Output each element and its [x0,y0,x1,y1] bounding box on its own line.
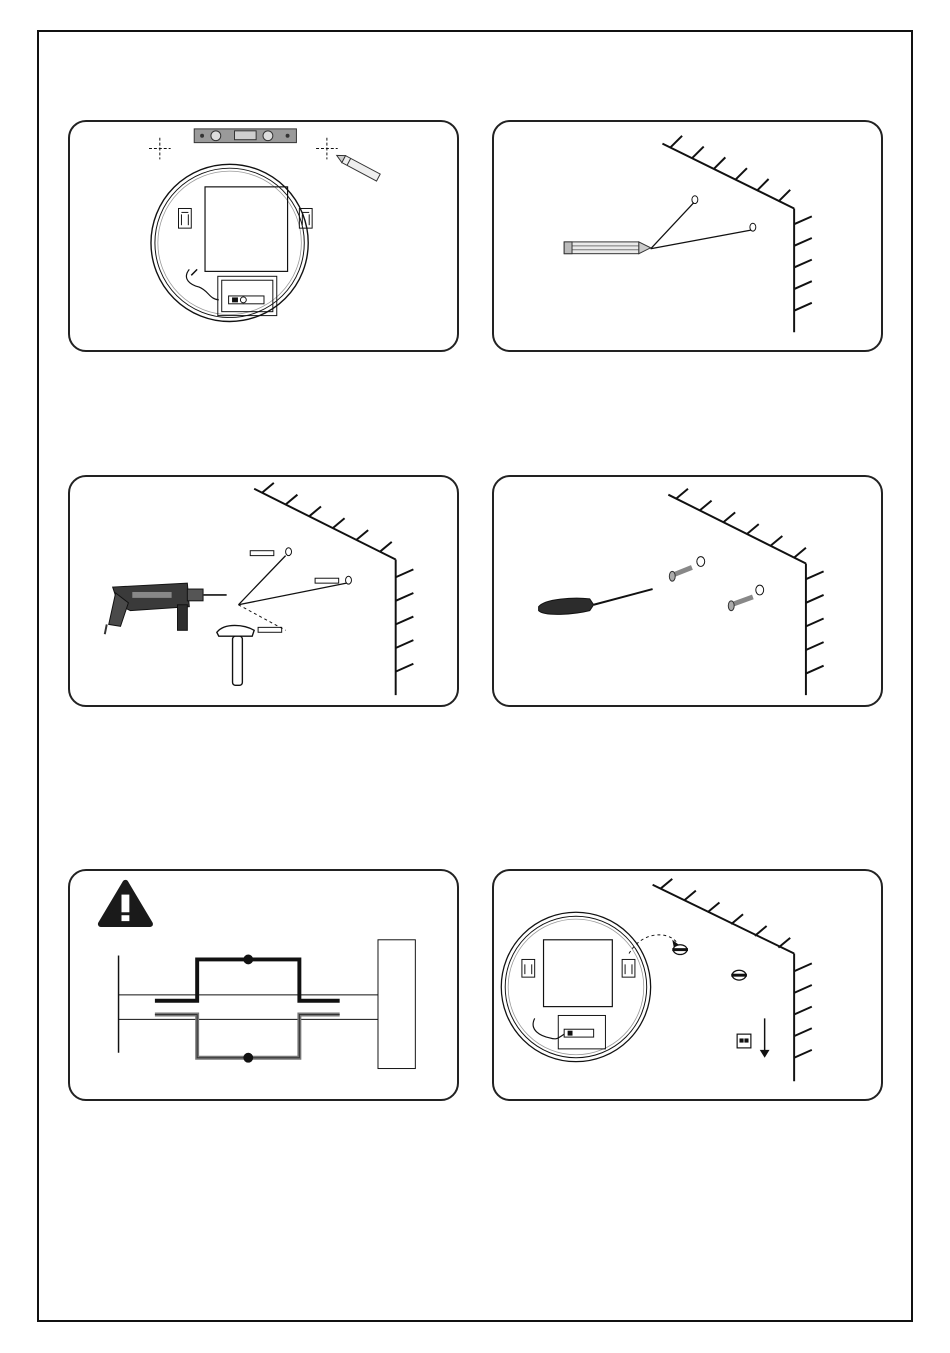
mirror-level-illustration [70,122,457,350]
wall-anchors [250,551,338,633]
wiring-diagram [70,871,457,1099]
screw-head-lower-icon [731,970,747,980]
screw-upper-icon [669,567,692,581]
bracket-right-icon [622,959,635,977]
pencil-icon [335,152,380,181]
screwdriver-icon [539,589,653,614]
drill-icon [105,583,227,634]
spirit-level-icon [194,129,296,143]
screw-lower-icon [728,597,753,611]
panel-step-3 [68,475,459,707]
wall-corner-icon [254,483,413,695]
screw-head-upper-icon [672,945,688,955]
arrow-down-icon [760,1018,770,1057]
hammer-icon [217,625,254,685]
pencil-icon [564,242,650,254]
socket-icon [737,1034,751,1048]
panel-step-1 [68,120,459,352]
panel-step-2 [492,120,883,352]
switch-box-icon [558,1015,605,1048]
cable-icon [533,1018,564,1038]
switch-box-icon [218,276,277,315]
panel-step-4 [492,475,883,707]
wall-corner-icon [662,136,811,333]
pencil-marks-illustration [494,122,881,350]
panel-step-5 [68,869,459,1101]
panel-step-6 [492,869,883,1101]
drill-anchor-illustration [70,477,457,705]
screw-illustration [494,477,881,705]
wall-corner-icon [668,489,823,695]
crosshair-left-icon [149,138,171,160]
wall-corner-icon [653,879,812,1081]
bracket-left-icon [522,959,535,977]
bracket-left-icon [178,208,191,228]
hang-mirror-illustration [494,871,881,1099]
warning-triangle-icon [101,883,150,924]
crosshair-right-icon [316,138,338,160]
cable-icon [186,269,218,299]
